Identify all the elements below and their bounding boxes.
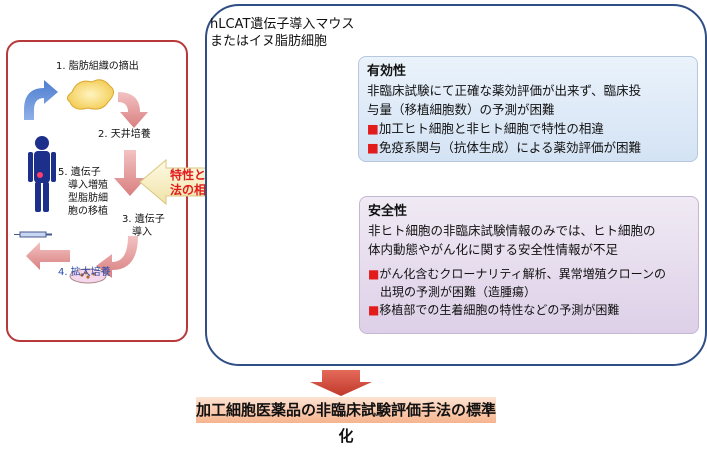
safety-line-2: 体内動態やがん化に関する安全性情報が不足 — [368, 242, 619, 257]
step-5-label: 5. 遺伝子 導入増殖 型脂肪細 胞の移植 — [58, 166, 108, 218]
fat-tissue-icon — [66, 79, 114, 110]
efficacy-bullet-1: ■加工ヒト細胞と非ヒト細胞で特性の相違 — [367, 119, 689, 138]
safety-bullet-1: ■がん化含むクローナリティ解析、異常増殖クローンの 出現の予測が困難（造腫瘍） — [368, 265, 690, 301]
bullet-marker: ■ — [368, 267, 380, 281]
step-4-label: 4. 拡大培養 — [58, 267, 111, 278]
bullet-marker: ■ — [367, 140, 379, 155]
safety-box: 安全性 非ヒト細胞の非臨床試験情報のみでは、ヒト細胞の 体内動態やがん化に関する… — [359, 196, 699, 334]
step-2-label: 2. 天井培養 — [98, 129, 151, 140]
petri-dish-small-icon — [69, 268, 107, 284]
efficacy-line-1: 非臨床試験にて正確な薬効評価が出来ず、臨床投 — [367, 83, 642, 98]
efficacy-bullet-2: ■免疫系関与（抗体生成）による薬効評価が困難 — [367, 138, 689, 157]
bullet-text-cont: 出現の予測が困難（造腫瘍） — [380, 285, 537, 299]
step-1-label: 1. 脂肪組織の摘出 — [56, 61, 139, 72]
syringe-small-icon — [14, 231, 52, 238]
safety-line-1: 非ヒト細胞の非臨床試験情報のみでは、ヒト細胞の — [368, 223, 656, 238]
efficacy-title: 有効性 — [367, 64, 407, 79]
step-3-line-2: 導入 — [132, 227, 152, 238]
human-figure-icon — [28, 136, 56, 212]
bullet-text: 移植部での生着細胞の特性などの予測が困難 — [379, 303, 620, 317]
safety-bullet-2: ■移植部での生着細胞の特性などの予測が困難 — [368, 301, 690, 319]
step-5-line-2: 導入増殖 — [68, 180, 108, 191]
step-5-line-1: 5. 遺伝子 — [58, 167, 101, 178]
cycle-arrow-4 — [26, 242, 70, 270]
step-5-line-4: 胞の移植 — [68, 206, 108, 217]
model-line-1: hLCAT遺伝子導入マウス — [210, 17, 355, 32]
model-title: hLCAT遺伝子導入マウス またはイヌ脂肪細胞 — [210, 16, 354, 50]
down-arrow — [310, 370, 372, 396]
model-line-2: またはイヌ脂肪細胞 — [210, 34, 328, 49]
safety-title: 安全性 — [368, 204, 408, 219]
step-5-line-3: 型脂肪細 — [68, 193, 108, 204]
bullet-text: 加工ヒト細胞と非ヒト細胞で特性の相違 — [378, 121, 604, 136]
efficacy-box: 有効性 非臨床試験にて正確な薬効評価が出来ず、臨床投 与量（移植細胞数）の予測が… — [358, 56, 698, 162]
conclusion-banner: 加工細胞医薬品の非臨床試験評価手法の標準化 — [196, 397, 496, 445]
step-3-line-1: 3. 遺伝子 — [122, 214, 165, 225]
efficacy-line-2: 与量（移植細胞数）の予測が困難 — [367, 102, 555, 117]
cycle-arrow-3 — [96, 236, 138, 278]
cycle-arrow-1 — [118, 92, 148, 128]
cycle-arrow-5 — [24, 80, 58, 120]
step-3-label: 3. 遺伝子 導入 — [122, 213, 165, 239]
bullet-marker: ■ — [368, 303, 380, 317]
bullet-text: がん化含むクローナリティ解析、異常増殖クローンの — [379, 267, 667, 281]
cycle-arrow-2 — [114, 150, 146, 196]
bullet-marker: ■ — [367, 121, 379, 136]
bullet-text: 免疫系関与（抗体生成）による薬効評価が困難 — [378, 140, 641, 155]
